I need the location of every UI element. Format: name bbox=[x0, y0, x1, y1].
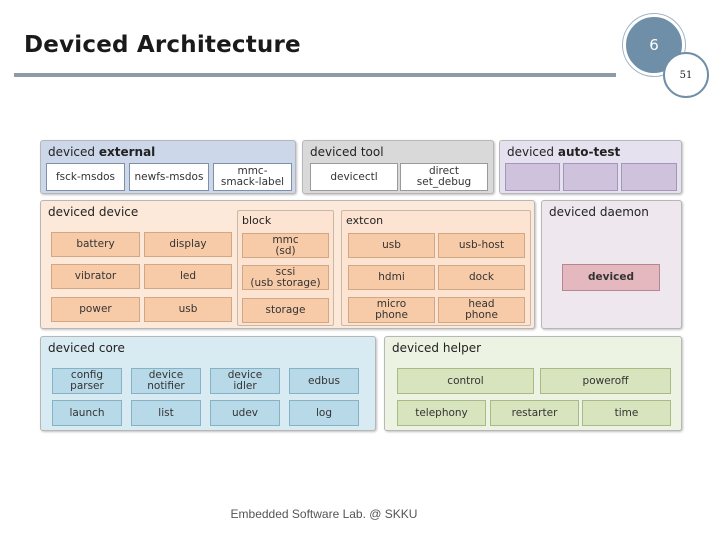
module-direct-set-debug: direct set_debug bbox=[400, 163, 488, 191]
module-display: display bbox=[144, 232, 232, 257]
module-udev: udev bbox=[210, 400, 280, 426]
panel-deviced-helper: deviced helper control poweroff telephon… bbox=[384, 336, 682, 431]
module-power: power bbox=[51, 297, 140, 322]
module-placeholder bbox=[621, 163, 677, 191]
panel-title: deviced daemon bbox=[549, 205, 649, 219]
module-devicectl: devicectl bbox=[310, 163, 398, 191]
panel-deviced-core: deviced core config parser device notifi… bbox=[40, 336, 376, 431]
module-device-notifier: device notifier bbox=[131, 368, 201, 394]
title-prefix: deviced bbox=[507, 145, 558, 159]
group-block: block mmc (sd) scsi (usb storage) storag… bbox=[237, 210, 334, 326]
module-extcon-usb: usb bbox=[348, 233, 435, 258]
module-scsi-usb-storage: scsi (usb storage) bbox=[242, 265, 329, 290]
title-divider bbox=[14, 73, 616, 77]
module-launch: launch bbox=[52, 400, 122, 426]
panel-deviced-tool: deviced tool devicectl direct set_debug bbox=[302, 140, 494, 194]
module-list: list bbox=[131, 400, 201, 426]
module-poweroff: poweroff bbox=[540, 368, 671, 394]
module-control: control bbox=[397, 368, 534, 394]
footer-text: Embedded Software Lab. @ SKKU bbox=[230, 507, 418, 521]
module-microphone: micro phone bbox=[348, 297, 435, 323]
module-storage: storage bbox=[242, 298, 329, 323]
module-fsck-msdos: fsck-msdos bbox=[46, 163, 125, 191]
panel-title: deviced helper bbox=[392, 341, 482, 355]
panel-title: deviced device bbox=[48, 205, 139, 219]
module-placeholder bbox=[505, 163, 560, 191]
module-dock: dock bbox=[438, 265, 525, 290]
panel-deviced-device: deviced device battery display vibrator … bbox=[40, 200, 535, 329]
module-device-idler: device idler bbox=[210, 368, 280, 394]
module-edbus: edbus bbox=[289, 368, 359, 394]
panel-title: deviced core bbox=[48, 341, 125, 355]
module-headphone: head phone bbox=[438, 297, 525, 323]
title-bold: external bbox=[98, 145, 156, 159]
module-config-parser: config parser bbox=[52, 368, 122, 394]
module-restarter: restarter bbox=[490, 400, 579, 426]
module-time: time bbox=[582, 400, 671, 426]
panel-deviced-daemon: deviced daemon deviced bbox=[541, 200, 682, 329]
panel-title: deviced tool bbox=[310, 145, 384, 159]
panel-title: deviced external bbox=[48, 145, 155, 159]
module-led: led bbox=[144, 264, 232, 289]
group-extcon: extcon usb usb-host hdmi dock micro phon… bbox=[341, 210, 531, 326]
group-title: block bbox=[242, 214, 272, 227]
title-bold: auto-test bbox=[557, 145, 621, 159]
module-usb: usb bbox=[144, 297, 232, 322]
module-telephony: telephony bbox=[397, 400, 486, 426]
chapter-number: 6 bbox=[649, 36, 659, 54]
slide-title: Deviced Architecture bbox=[24, 32, 301, 58]
module-battery: battery bbox=[51, 232, 140, 257]
module-mmc-sd: mmc (sd) bbox=[242, 233, 329, 258]
chapter-badge: 6 bbox=[623, 14, 685, 76]
panel-deviced-external: deviced external fsck-msdos newfs-msdos … bbox=[40, 140, 296, 194]
module-mmc-smack-label: mmc- smack-label bbox=[213, 163, 292, 191]
module-log: log bbox=[289, 400, 359, 426]
module-newfs-msdos: newfs-msdos bbox=[129, 163, 209, 191]
module-deviced: deviced bbox=[562, 264, 660, 291]
panel-title: deviced auto-test bbox=[507, 145, 620, 159]
title-prefix: deviced bbox=[48, 145, 99, 159]
module-vibrator: vibrator bbox=[51, 264, 140, 289]
panel-deviced-auto-test: deviced auto-test bbox=[499, 140, 682, 194]
module-hdmi: hdmi bbox=[348, 265, 435, 290]
module-usb-host: usb-host bbox=[438, 233, 525, 258]
group-title: extcon bbox=[346, 214, 384, 227]
page-badge: 51 bbox=[663, 52, 709, 98]
page-number: 51 bbox=[679, 69, 693, 81]
module-placeholder bbox=[563, 163, 618, 191]
